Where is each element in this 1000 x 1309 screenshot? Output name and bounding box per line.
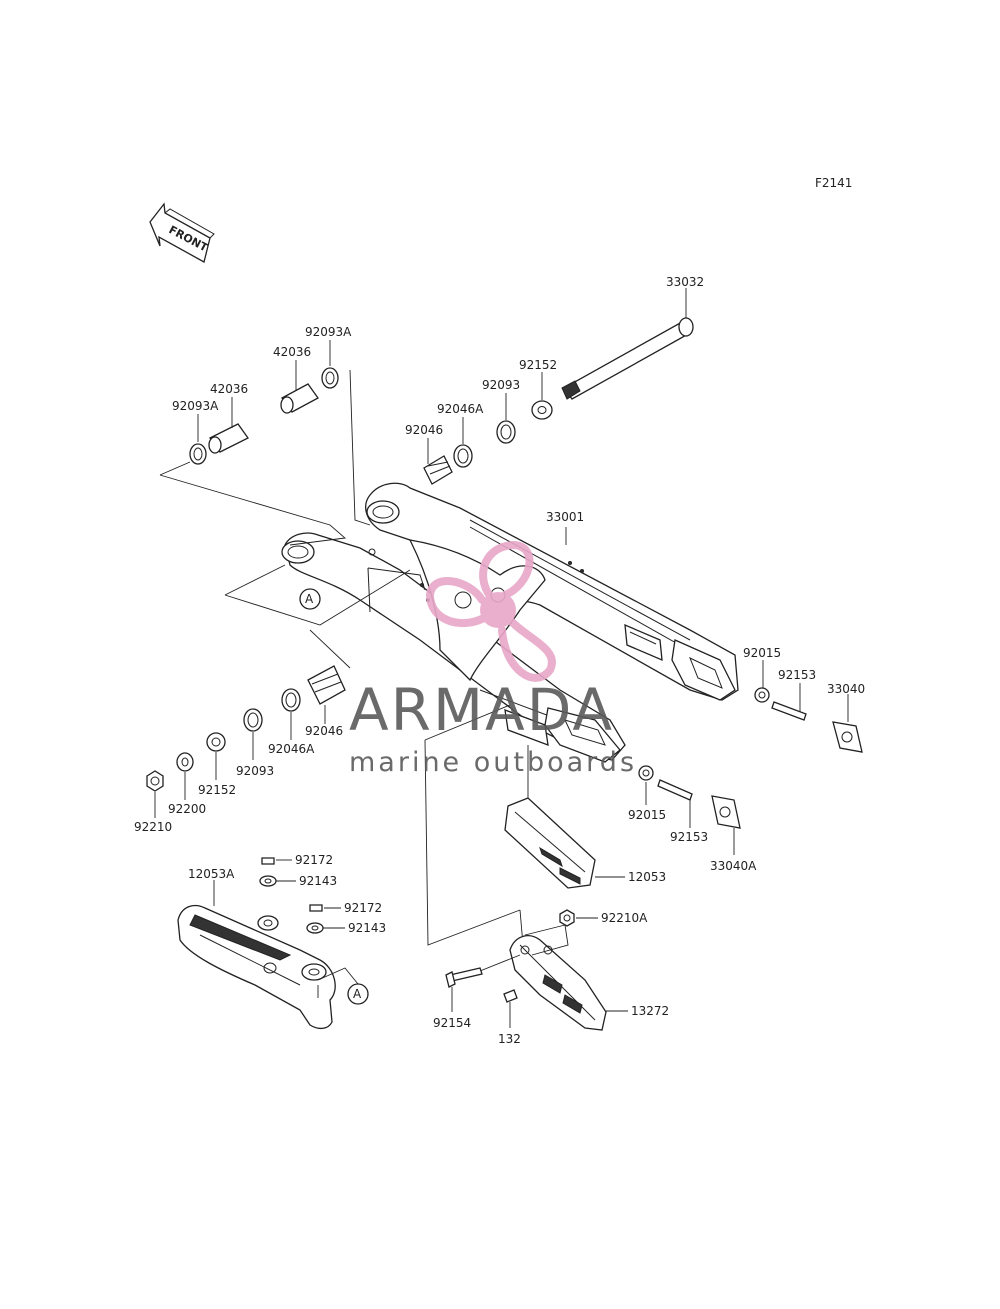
chain-guide-13272: [509, 935, 628, 1031]
label-92143-b: 92143: [348, 921, 386, 935]
seal-92046A-mid: [281, 688, 301, 740]
guide-line: [524, 924, 569, 956]
label-92153-right: 92153: [778, 668, 816, 682]
nut-92210A: [559, 909, 598, 927]
collar-92152-top: [531, 372, 553, 420]
watermark-brand: ARMADA: [349, 676, 614, 744]
washer-92200: [176, 752, 194, 800]
label-13272: 13272: [631, 1004, 669, 1018]
label-92154: 92154: [433, 1016, 471, 1030]
label-12053: 12053: [628, 870, 666, 884]
label-42036-top: 42036: [273, 345, 311, 359]
diagram-code: F2141: [815, 176, 852, 190]
seal-92093A-left: [189, 414, 207, 465]
bolt-92154: [445, 967, 483, 1012]
label-92093-mid: 92093: [236, 764, 274, 778]
guide-line: [424, 739, 521, 946]
label-92210A: 92210A: [601, 911, 648, 925]
bolt-132: [503, 989, 518, 1028]
label-92093-top: 92093: [482, 378, 520, 392]
label-92015-mid: 92015: [628, 808, 666, 822]
label-132: 132: [498, 1032, 521, 1046]
label-92153-mid: 92153: [670, 830, 708, 844]
swingarm-33001: [281, 482, 739, 763]
svg-text:A: A: [353, 987, 362, 1001]
label-12053A: 12053A: [188, 867, 235, 881]
nut-92015-mid: [638, 765, 654, 805]
label-33040: 33040: [827, 682, 865, 696]
bearing-92046-top: [423, 438, 453, 485]
label-92152-top: 92152: [519, 358, 557, 372]
label-92172-b: 92172: [344, 901, 382, 915]
sleeve-42036-top: [280, 360, 319, 414]
seal-92046A-top: [453, 417, 473, 468]
block-33040: [832, 694, 863, 753]
marker-a-lower: A: [347, 983, 369, 1005]
bolt-92153-mid: [657, 779, 693, 828]
guide-line: [309, 629, 351, 669]
chain-slide-12053A: [177, 880, 336, 1030]
block-33040A: [711, 795, 741, 855]
washer-92143-a: [259, 875, 296, 887]
guide-line: [159, 461, 191, 476]
guide-line: [224, 564, 286, 596]
label-92046-top: 92046: [405, 423, 443, 437]
label-92046-mid: 92046: [305, 724, 343, 738]
screw-92172-a: [261, 857, 292, 865]
seal-92093-top: [496, 393, 516, 444]
label-92015-right: 92015: [743, 646, 781, 660]
label-92200: 92200: [168, 802, 206, 816]
guide-line: [424, 704, 511, 741]
propeller-logo-icon: [425, 540, 556, 682]
screw-92172-b: [309, 904, 341, 912]
label-42036-left: 42036: [210, 382, 248, 396]
guide-line: [317, 967, 359, 985]
front-arrow-icon: FRONT: [149, 202, 215, 263]
armada-watermark: ARMADA marine outboards: [349, 540, 637, 778]
label-33001: 33001: [546, 510, 584, 524]
guide-line: [349, 369, 371, 526]
label-92210: 92210: [134, 820, 172, 834]
label-33040A: 33040A: [710, 859, 757, 873]
nut-92015-right: [754, 660, 770, 703]
marker-a-upper: A: [299, 588, 321, 610]
label-92046A-top: 92046A: [437, 402, 484, 416]
label-92046A-mid: 92046A: [268, 742, 315, 756]
axle-33032: [561, 288, 694, 400]
seal-92093-mid: [243, 708, 263, 760]
label-92093A-top: 92093A: [305, 325, 352, 339]
collar-92152-mid: [206, 732, 226, 780]
label-33032: 33032: [666, 275, 704, 289]
label-92143-a: 92143: [299, 874, 337, 888]
nut-92210: [146, 770, 164, 818]
label-92152-mid: 92152: [198, 783, 236, 797]
washer-92143-b: [306, 922, 345, 934]
sleeve-42036-left: [208, 397, 249, 454]
label-92172-a: 92172: [295, 853, 333, 867]
seal-92093A-top: [321, 340, 339, 389]
bearing-92046-mid: [307, 665, 346, 724]
bolt-92153-right: [771, 683, 807, 721]
guide-line: [224, 569, 411, 626]
guide-line: [159, 474, 347, 546]
chain-slide-12053: [504, 745, 625, 889]
label-92093A-left: 92093A: [172, 399, 219, 413]
svg-text:A: A: [305, 592, 314, 606]
watermark-tagline: marine outboards: [349, 747, 637, 778]
